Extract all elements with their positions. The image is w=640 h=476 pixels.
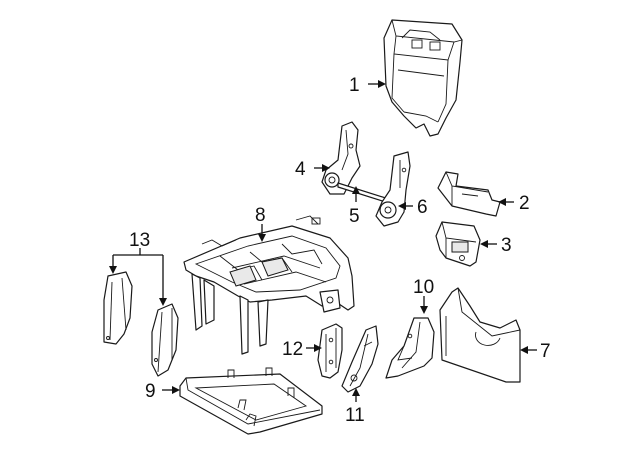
callout-7: 7 [540,341,551,362]
part-8-seat-frame [183,215,355,355]
callout-13: 13 [129,230,150,251]
callout-2: 2 [519,193,530,214]
part-1-seat-back-frame [383,19,463,137]
callout-9: 9 [145,381,156,402]
part-7-back-panel [439,287,521,383]
callout-6: 6 [417,197,428,218]
callout-8: 8 [255,205,266,226]
callout-12: 12 [282,339,303,360]
leader-lines [109,80,537,402]
part-4-recliner [321,121,361,195]
part-11-pivot-cover [341,325,379,393]
callout-4: 4 [295,159,306,180]
part-10-side-shield [385,317,435,379]
callout-labels: 1 2 3 4 5 6 7 8 9 10 11 12 13 [129,75,551,426]
part-9-floor-panel [179,367,323,435]
part-13-side-covers [103,271,179,377]
part-12-hinge-bracket [317,323,343,379]
callout-1: 1 [349,75,360,96]
part-3-hinge-block [435,221,481,267]
callout-5: 5 [349,206,360,227]
callout-10: 10 [413,277,434,298]
part-6-recliner-right [375,151,411,227]
part-2-bracket [437,171,501,217]
callout-3: 3 [501,235,512,256]
callout-11: 11 [345,405,365,426]
